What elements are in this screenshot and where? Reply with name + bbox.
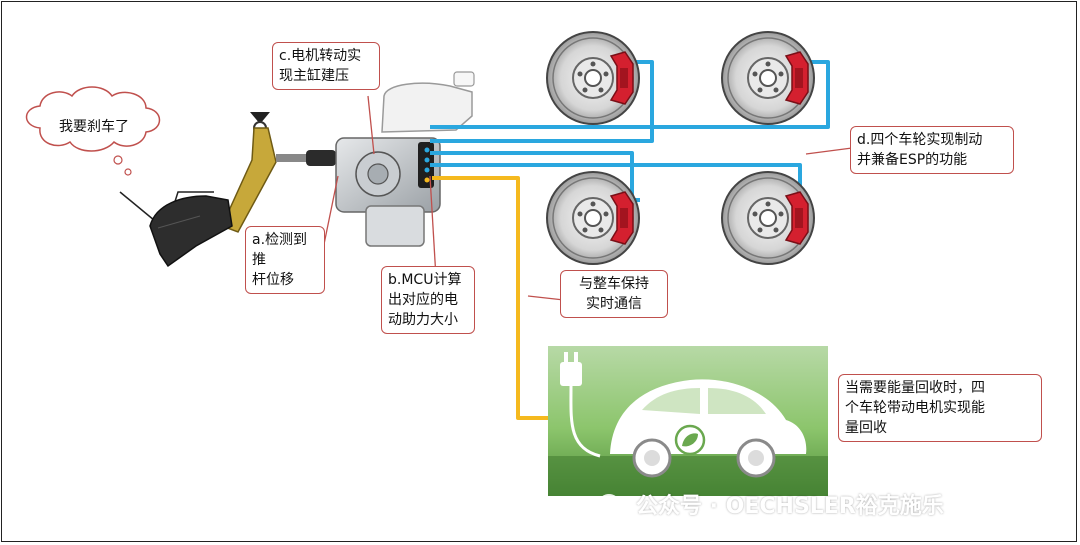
foot-shoe <box>119 191 233 268</box>
callout-d-line: d.四个车轮实现制动 <box>857 132 983 148</box>
wechat-icon <box>598 492 628 516</box>
brake-pedal <box>220 112 336 233</box>
cloud-text: 我要刹车了 <box>59 119 129 135</box>
callout-a: a.检测到推 杆位移 <box>245 226 325 294</box>
callout-a-line: a.检测到推 <box>252 232 308 268</box>
callout-regen: 当需要能量回收时，四 个车轮带动电机实现能 量回收 <box>838 374 1042 442</box>
wheel-front-right <box>721 31 815 125</box>
callout-c-line: 现主缸建压 <box>279 68 349 84</box>
wheel-rear-left <box>546 171 640 265</box>
callout-comm-line: 实时通信 <box>586 296 642 312</box>
callout-c-line: c.电机转动实 <box>279 48 362 64</box>
callout-c: c.电机转动实 现主缸建压 <box>272 42 380 90</box>
watermark: 公众号 · OECHSLER裕克施乐 <box>598 488 944 520</box>
ibooster-unit <box>335 137 441 247</box>
callout-regen-line: 量回收 <box>845 420 887 436</box>
callout-b-line: 出对应的电 <box>388 292 458 308</box>
watermark-text: 公众号 · OECHSLER裕克施乐 <box>636 494 944 519</box>
callout-d: d.四个车轮实现制动 并兼备ESP的功能 <box>850 126 1014 174</box>
callout-a-line: 杆位移 <box>252 272 294 288</box>
callout-b-line: b.MCU计算 <box>388 272 462 288</box>
callout-regen-line: 个车轮带动电机实现能 <box>845 400 985 416</box>
fluid-reservoir <box>381 71 475 133</box>
ev-illustration <box>548 346 828 496</box>
callout-regen-line: 当需要能量回收时，四 <box>845 380 985 396</box>
callout-comm-line: 与整车保持 <box>579 276 649 292</box>
callout-pointers <box>321 95 853 301</box>
wheel-rear-right <box>721 171 815 265</box>
thought-cloud <box>25 86 161 176</box>
vehicle-signal-line <box>432 176 552 420</box>
wheel-front-left <box>546 31 640 125</box>
callout-d-line: 并兼备ESP的功能 <box>857 152 968 168</box>
callout-b: b.MCU计算 出对应的电 动助力大小 <box>381 266 475 334</box>
callout-comm: 与整车保持 实时通信 <box>560 270 668 318</box>
callout-b-line: 动助力大小 <box>388 312 458 328</box>
